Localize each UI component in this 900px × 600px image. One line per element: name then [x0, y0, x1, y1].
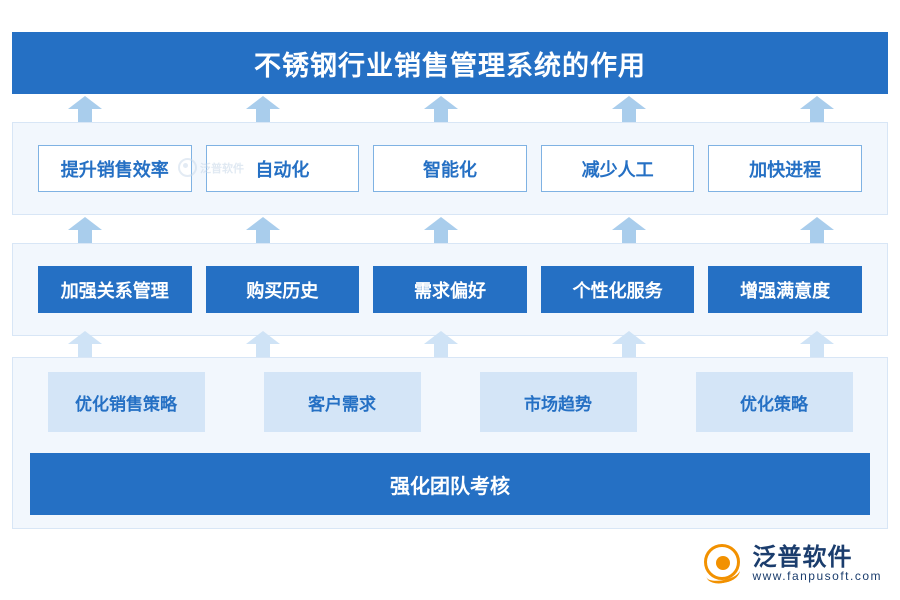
outcome-box[interactable]: 智能化: [373, 145, 527, 192]
arrow-up-row2-2: [246, 217, 280, 243]
arrow-up-row3-2: [246, 331, 280, 357]
arrow-up-row1-3: [424, 96, 458, 122]
insight-box[interactable]: 加强关系管理: [38, 266, 192, 313]
arrow-up-row3-5: [800, 331, 834, 357]
arrow-up-row1-5: [800, 96, 834, 122]
arrow-up-row2-4: [612, 217, 646, 243]
row-strategy-items: 优化销售策略 客户需求 市场趋势 优化策略: [18, 368, 882, 436]
insight-box[interactable]: 需求偏好: [373, 266, 527, 313]
insight-box[interactable]: 增强满意度: [708, 266, 862, 313]
arrow-up-row2-3: [424, 217, 458, 243]
arrow-up-row1-1: [68, 96, 102, 122]
insight-box[interactable]: 个性化服务: [540, 266, 695, 313]
insight-box[interactable]: 购买历史: [205, 266, 360, 313]
outcome-box[interactable]: 加快进程: [708, 145, 862, 192]
arrow-up-row1-2: [246, 96, 280, 122]
arrow-up-row3-4: [612, 331, 646, 357]
outcome-box[interactable]: 提升销售效率: [38, 145, 192, 192]
row-customer-insights: 加强关系管理 购买历史 需求偏好 个性化服务 增强满意度: [12, 243, 888, 336]
logo-company-name: 泛普软件: [752, 544, 853, 572]
fanpu-logo-icon: [704, 544, 744, 587]
arrow-up-row3-1: [68, 331, 102, 357]
strategy-box[interactable]: 优化策略: [695, 372, 853, 432]
strategy-footer-box[interactable]: 强化团队考核: [30, 453, 870, 515]
outcome-box[interactable]: 减少人工: [540, 145, 695, 192]
arrow-up-row3-3: [424, 331, 458, 357]
outcome-box[interactable]: 自动化: [205, 145, 360, 192]
diagram-title-bar: 不锈钢行业销售管理系统的作用: [12, 32, 888, 94]
arrow-up-row2-1: [68, 217, 102, 243]
logo-website: www.fanpusoft.com: [752, 569, 882, 584]
strategy-box[interactable]: 优化销售策略: [47, 372, 205, 432]
row-outcomes: 提升销售效率 自动化 智能化 减少人工 加快进程: [12, 122, 888, 215]
brand-logo: 泛普软件 www.fanpusoft.com: [704, 544, 882, 587]
strategy-box[interactable]: 客户需求: [263, 372, 421, 432]
arrow-up-row2-5: [800, 217, 834, 243]
page-title: 不锈钢行业销售管理系统的作用: [254, 50, 646, 81]
arrow-up-row1-4: [612, 96, 646, 122]
strategy-box[interactable]: 市场趋势: [479, 372, 637, 432]
